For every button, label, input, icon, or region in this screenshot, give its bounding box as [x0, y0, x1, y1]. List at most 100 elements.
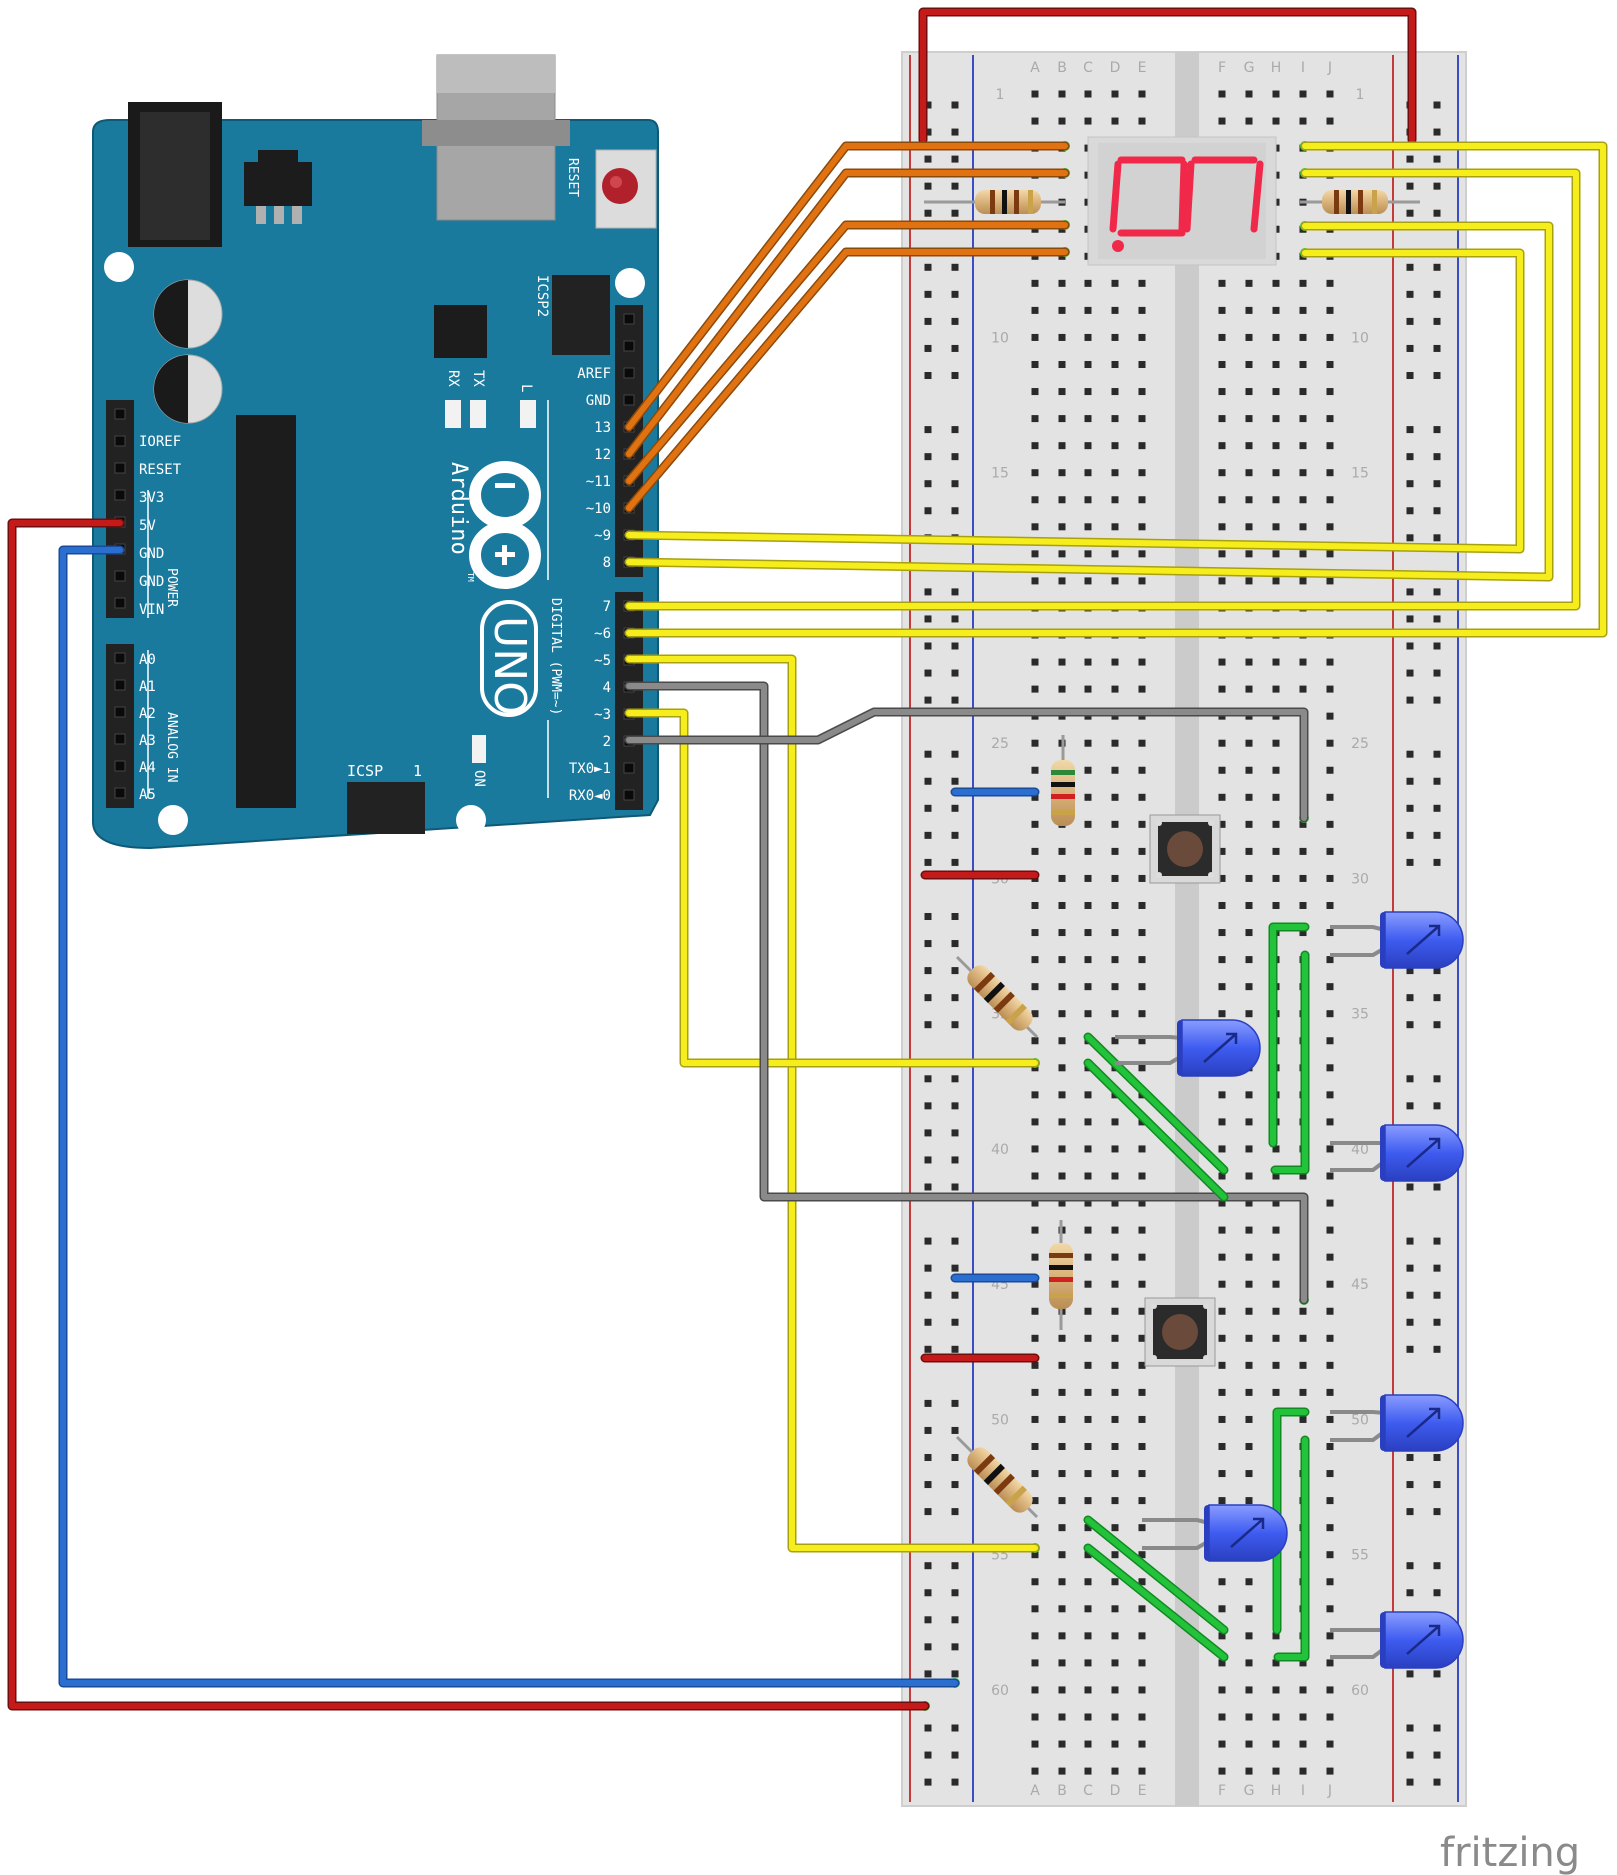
resistor-diagonal-2: [955, 1435, 1039, 1519]
wire-gray-2[interactable]: [624, 707, 1309, 823]
breadboard-label: 45: [1351, 1277, 1369, 1293]
wire-red-5v[interactable]: [7, 518, 930, 1711]
digital-pin-label: 8: [603, 555, 611, 571]
wire-orange-10[interactable]: [624, 247, 1070, 513]
breadboard-label: J: [1327, 60, 1332, 76]
digital-pin-label: ~9: [594, 528, 611, 544]
breadboard-label: A: [1030, 1783, 1040, 1799]
wire-yellow-8[interactable]: [624, 221, 1554, 582]
wire-orange-11[interactable]: [624, 220, 1070, 486]
segments: [1109, 156, 1264, 237]
breadboard-label: D: [1110, 60, 1121, 76]
breadboard-label: 35: [1351, 1007, 1369, 1023]
brand-label: Arduino: [446, 462, 471, 555]
digital-pin-label: ~10: [586, 501, 611, 517]
breadboard-label: B: [1057, 1783, 1067, 1799]
uno-label: UNO: [484, 616, 535, 716]
reset-button[interactable]: [595, 149, 657, 229]
pushbutton-2[interactable]: [1144, 1297, 1216, 1367]
breadboard-label: 30: [1351, 871, 1369, 887]
breadboard-label: J: [1327, 1783, 1332, 1799]
breadboard-label: 1: [1356, 87, 1365, 103]
analog-in-label: ANALOG IN: [164, 712, 179, 782]
resistor-diagonal-1: [955, 955, 1039, 1039]
digital-pin-label: RX0◄0: [569, 788, 611, 804]
breadboard-label: 60: [991, 1683, 1009, 1699]
analog-pin-label: A4: [139, 760, 156, 776]
breadboard-label: C: [1083, 60, 1093, 76]
digital-pin-label: 4: [603, 680, 611, 696]
analog-pin-label: A2: [139, 706, 156, 722]
breadboard-label: H: [1271, 1783, 1282, 1799]
breadboard-label: G: [1244, 1783, 1255, 1799]
digital-pin-label: 12: [594, 447, 611, 463]
digital-pin-label: GND: [586, 393, 611, 409]
wire-yellow-7[interactable]: [624, 168, 1581, 611]
breadboard-label: 10: [1351, 330, 1369, 346]
power-pin-label: 5V: [139, 518, 156, 534]
breadboard-label: C: [1083, 1783, 1093, 1799]
breadboard-label: 40: [991, 1142, 1009, 1158]
icsp-header: [347, 782, 425, 834]
wire-orange-12[interactable]: [624, 168, 1070, 459]
blue-led: [1142, 1504, 1288, 1562]
digital-pin-label: 2: [603, 734, 611, 750]
breadboard-label: A: [1030, 60, 1040, 76]
wire-yellow-3[interactable]: [624, 708, 1040, 1068]
breadboard-label: 50: [1351, 1412, 1369, 1428]
breadboard-label: E: [1138, 60, 1147, 76]
wire-yellow-5[interactable]: [624, 654, 1040, 1553]
resistor-top-left: [924, 190, 1065, 214]
pushbutton-1[interactable]: [1149, 814, 1221, 884]
digital-pin-label: ~3: [594, 707, 611, 723]
breadboard-label: 25: [991, 736, 1009, 752]
breadboard-label: 60: [1351, 1683, 1369, 1699]
digital-pin-label: ~11: [586, 474, 611, 490]
arduino-pin-headers: [106, 305, 643, 810]
breadboard-label: F: [1218, 1783, 1226, 1799]
breadboard-label: 50: [991, 1412, 1009, 1428]
breadboard-label: 25: [1351, 736, 1369, 752]
arduino-pin-labels: IOREFRESET3V35VGNDGNDVINA0A1A2A3A4A5AREF…: [139, 366, 611, 804]
capacitor: [153, 279, 223, 424]
rx-label: RX: [445, 370, 461, 387]
wires: [7, 7, 1608, 1711]
icsp2-label: ICSP2: [534, 275, 550, 317]
wire-red-power-bridge[interactable]: [918, 7, 1417, 145]
breadboard-label: D: [1110, 1783, 1121, 1799]
on-label: ON: [471, 770, 487, 787]
power-pin-label: IOREF: [139, 434, 181, 450]
breadboard-label: I: [1301, 60, 1305, 76]
power-label: POWER: [164, 568, 179, 607]
power-pin-label: VIN: [139, 602, 164, 618]
analog-pin-label: A5: [139, 787, 156, 803]
trademark: TM: [466, 572, 475, 582]
icsp-pin-1-label: 1: [413, 762, 422, 780]
analog-pin-label: A3: [139, 733, 156, 749]
breadboard-label: G: [1244, 60, 1255, 76]
wire-yellow-6[interactable]: [624, 141, 1608, 638]
blue-led: [1330, 1124, 1464, 1182]
fritzing-watermark: fritzing: [1440, 1830, 1580, 1875]
digital-label: DIGITAL (PWM=~): [548, 598, 563, 715]
wire-blue-gnd[interactable]: [58, 545, 960, 1688]
wire-yellow-9[interactable]: [624, 248, 1525, 554]
breadboard-label: 1: [996, 87, 1005, 103]
wire-green-group-2[interactable]: [1083, 1407, 1310, 1662]
wire-gray-4[interactable]: [624, 681, 1309, 1305]
breadboard-label: 55: [1351, 1548, 1369, 1564]
breadboard-label: 40: [1351, 1142, 1369, 1158]
breadboard-label: B: [1057, 60, 1067, 76]
resistor-button2: [1049, 1220, 1073, 1330]
breadboard-label: F: [1218, 60, 1226, 76]
resistor-button1: [1051, 735, 1075, 826]
arduino-uno-board: RESET ICSP2 TX RX L: [92, 54, 659, 850]
tx-label: TX: [470, 370, 486, 387]
blue-led: [1330, 1611, 1464, 1669]
wire-orange-13[interactable]: [624, 141, 1070, 432]
breadboard-label: 10: [991, 330, 1009, 346]
wire-green-group-1[interactable]: [1083, 922, 1310, 1202]
digital-pin-label: 13: [594, 420, 611, 436]
